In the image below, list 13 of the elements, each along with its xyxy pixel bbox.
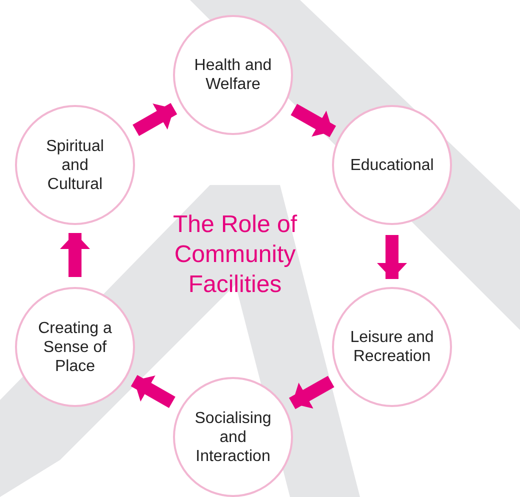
topic-label: Educational [350, 156, 434, 174]
topic-label: Creating a Sense of Place [37, 318, 113, 376]
block-arrow [130, 375, 176, 408]
block-arrow [290, 104, 336, 138]
diagram-title: The Role of Community Facilities [172, 210, 298, 300]
topic-label: Spiritual and Cultural [45, 136, 105, 194]
topic-label: Socialising and Interaction [194, 408, 272, 466]
topic-label: Leisure and Recreation [349, 328, 435, 366]
block-arrow [288, 376, 334, 410]
topic-label: Health and Welfare [193, 56, 273, 94]
block-arrow [132, 103, 178, 136]
block-arrow [60, 233, 90, 277]
block-arrow [377, 235, 407, 279]
